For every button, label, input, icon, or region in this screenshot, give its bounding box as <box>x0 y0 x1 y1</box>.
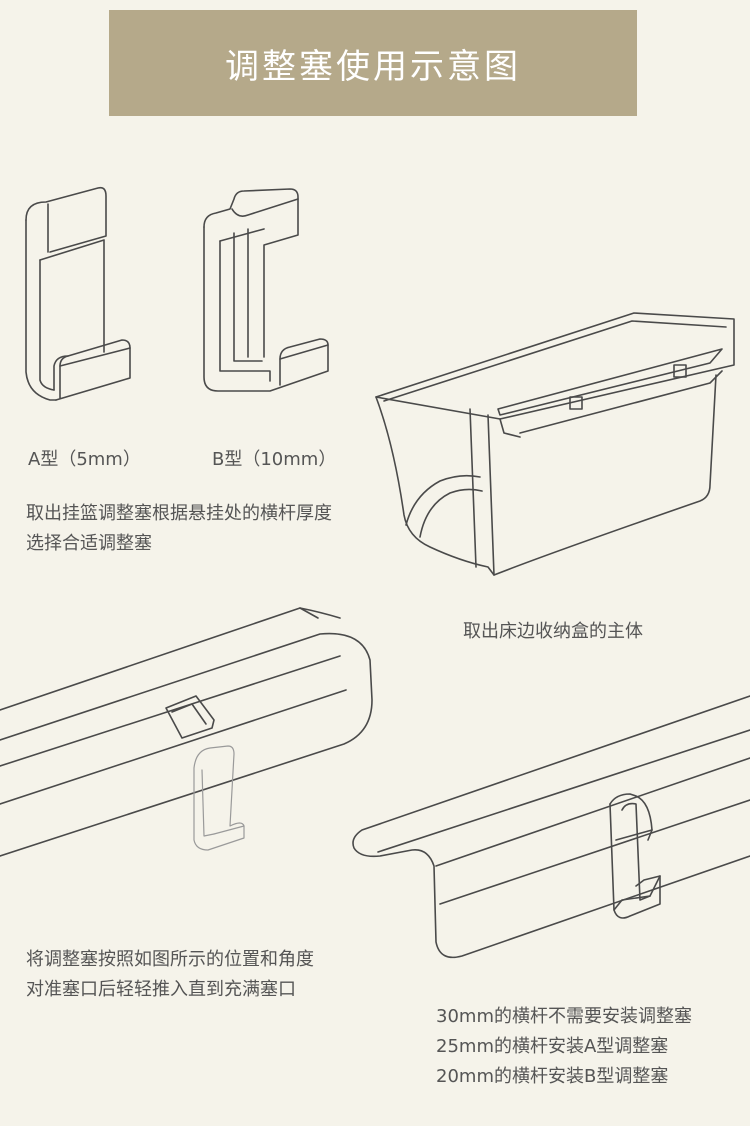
step4-line-2: 25mm的横杆安装A型调整塞 <box>436 1036 669 1057</box>
page-title: 调整塞使用示意图 <box>225 46 521 87</box>
step3-line-1: 将调整塞按照如图所示的位置和角度 <box>26 949 314 970</box>
stopper-b-illustration <box>203 188 329 392</box>
step4-line-1: 30mm的横杆不需要安装调整塞 <box>436 1006 692 1027</box>
step1-instructions: 取出挂篮调整塞根据悬挂处的横杆厚度 选择合适调整塞 <box>26 499 332 559</box>
installed-rail-illustration <box>352 695 750 959</box>
rail-insertion-illustration <box>0 607 373 857</box>
step3-line-2: 对准塞口后轻轻推入直到充满塞口 <box>26 979 296 1000</box>
step3-instructions: 将调整塞按照如图所示的位置和角度 对准塞口后轻轻推入直到充满塞口 <box>26 945 314 1005</box>
step4-instructions: 30mm的横杆不需要安装调整塞 25mm的横杆安装A型调整塞 20mm的横杆安装… <box>436 1002 692 1092</box>
storage-box-illustration <box>375 312 735 576</box>
step1-line-1: 取出挂篮调整塞根据悬挂处的横杆厚度 <box>26 503 332 524</box>
step2-caption: 取出床边收纳盒的主体 <box>463 621 643 642</box>
stopper-a-illustration <box>25 186 131 401</box>
step4-line-3: 20mm的横杆安装B型调整塞 <box>436 1066 669 1087</box>
step1-line-2: 选择合适调整塞 <box>26 533 152 554</box>
stopper-b-label: B型（10mm） <box>212 449 337 470</box>
stopper-a-label: A型（5mm） <box>28 449 141 470</box>
title-banner: 调整塞使用示意图 <box>109 10 637 116</box>
